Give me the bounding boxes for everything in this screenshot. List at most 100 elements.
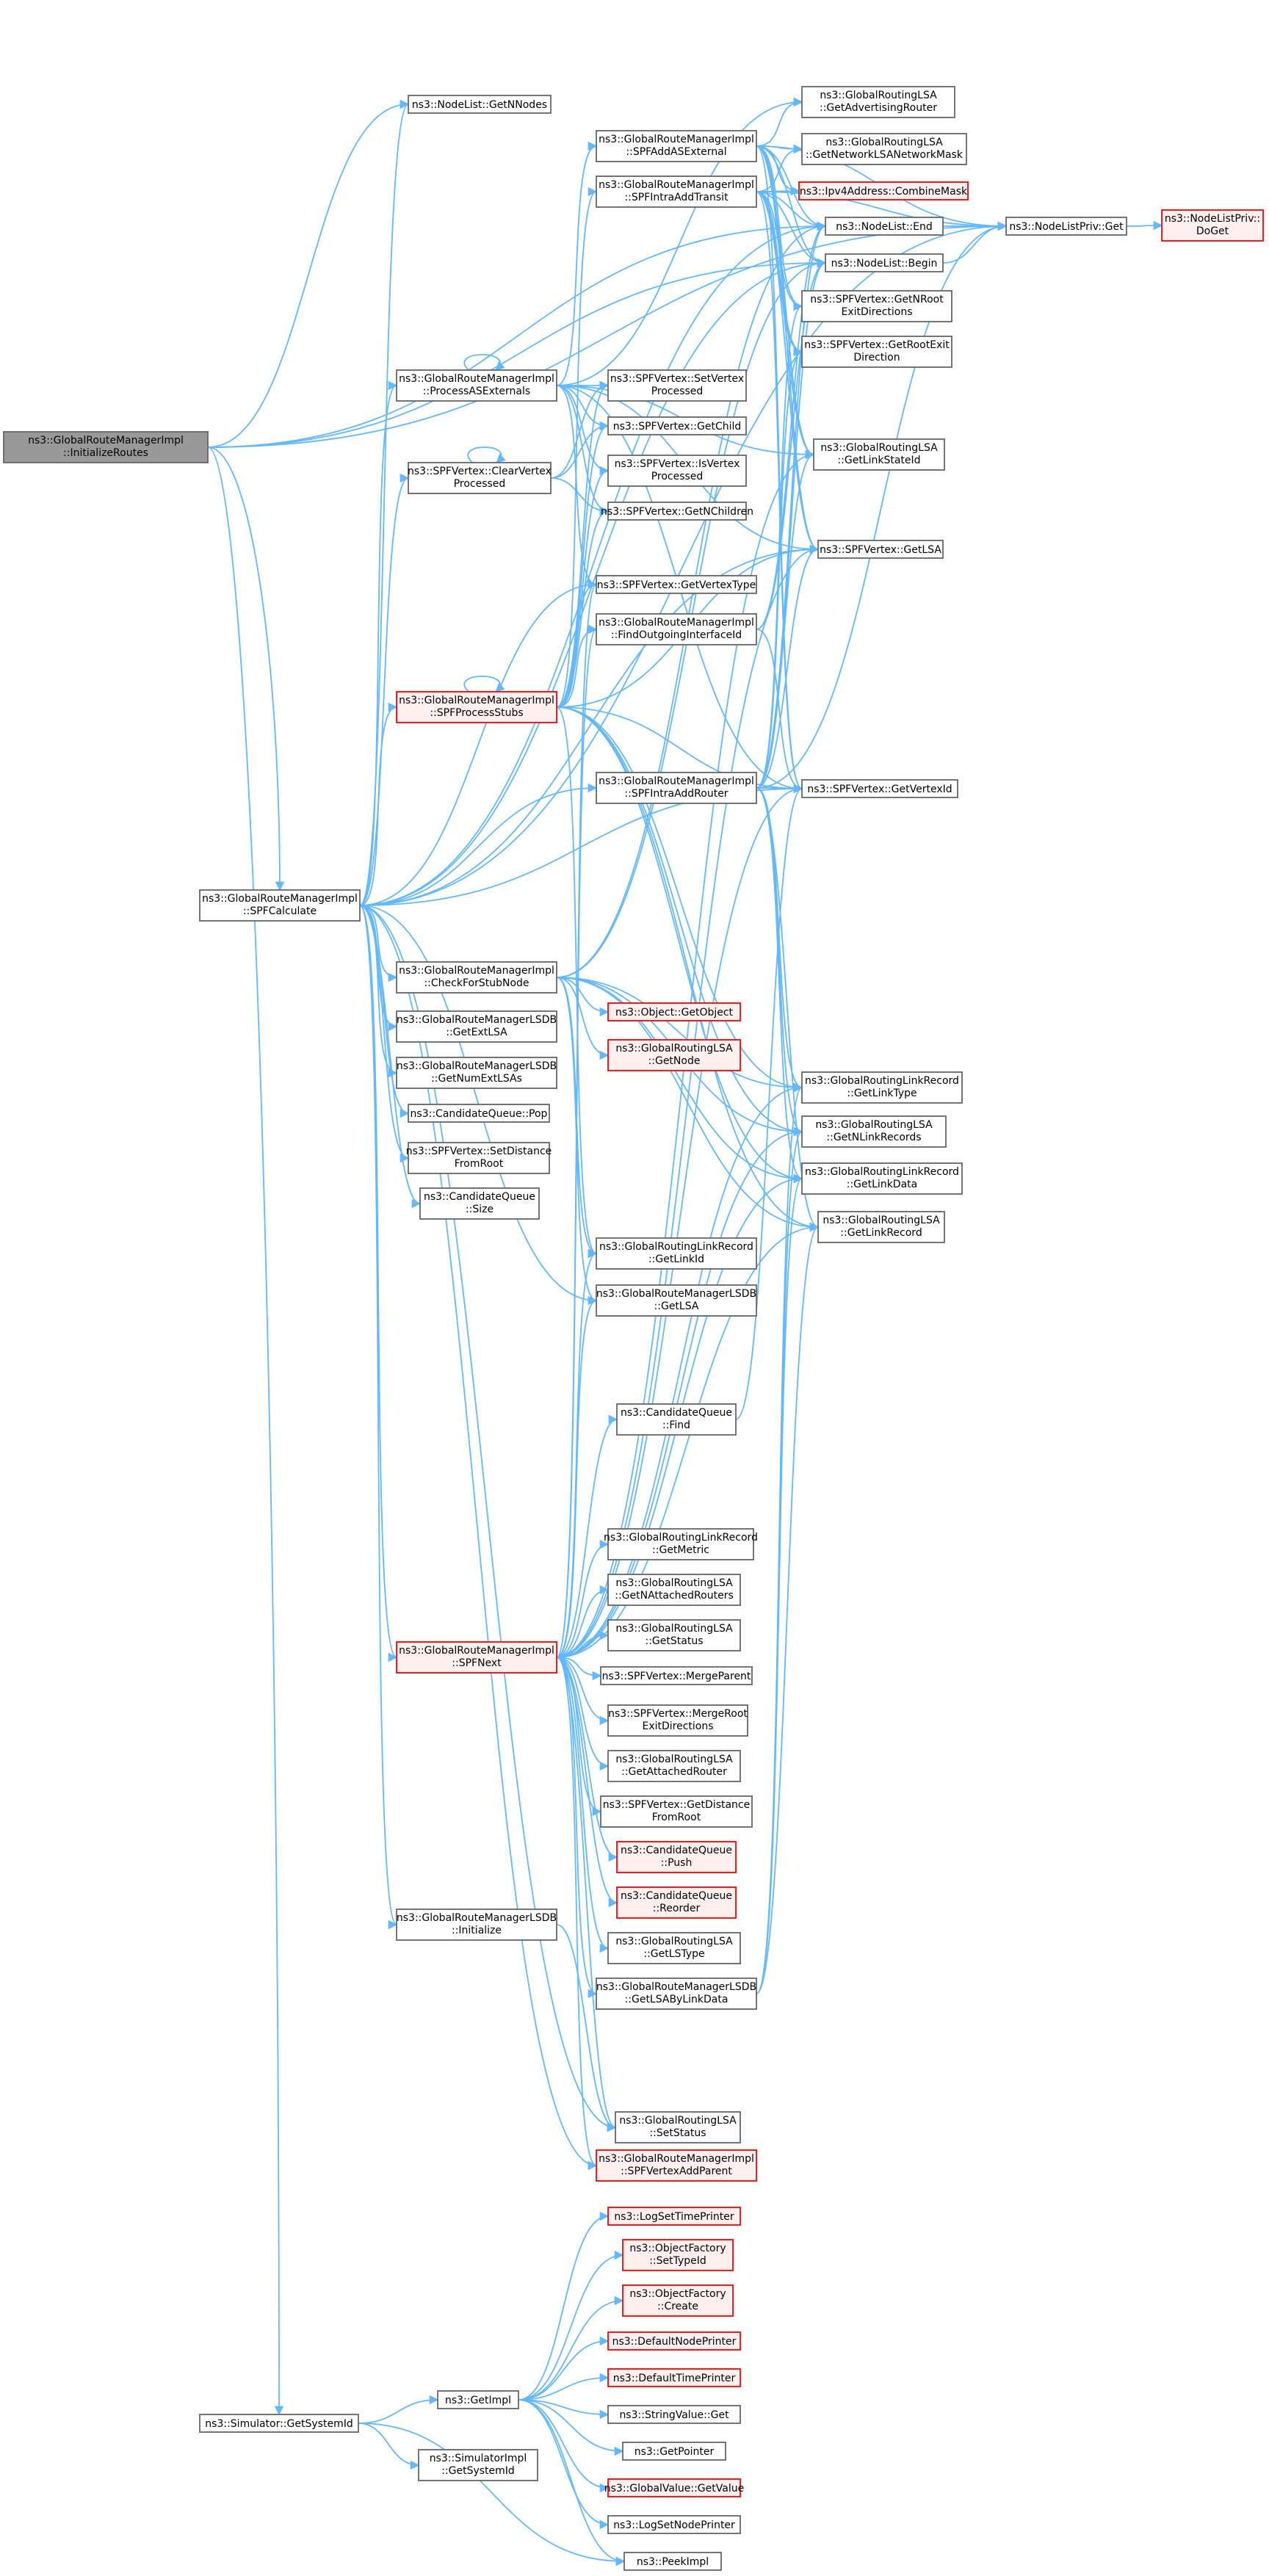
node-node-list-end[interactable]: ns3::NodeList::End [825, 217, 944, 236]
node-box[interactable] [596, 613, 757, 645]
node-box[interactable] [607, 416, 747, 435]
node-peek-impl[interactable]: ns3::PeekImpl [623, 2552, 722, 2571]
node-string-value-get[interactable]: ns3::StringValue::Get [607, 2405, 741, 2424]
node-lsdbget-lsa[interactable]: ns3::GlobalRouteManagerLSDB::GetLSA [596, 1284, 757, 1317]
node-find-outgoing-interface-id[interactable]: ns3::GlobalRouteManagerImpl::FindOutgoin… [596, 613, 757, 645]
node-box[interactable] [600, 1795, 753, 1828]
node-box[interactable] [396, 1909, 557, 1941]
node-spfcalculate[interactable]: ns3::GlobalRouteManagerImpl::SPFCalculat… [199, 889, 361, 922]
node-box[interactable] [607, 2405, 741, 2424]
node-initialize-routes[interactable]: ns3::GlobalRouteManagerImpl::InitializeR… [3, 431, 209, 463]
node-link-rec-get-link-type[interactable]: ns3::GlobalRoutingLinkRecord::GetLinkTyp… [801, 1071, 963, 1104]
node-box[interactable] [419, 1187, 540, 1220]
node-box[interactable] [817, 540, 944, 559]
node-box[interactable] [607, 2368, 741, 2387]
node-box[interactable] [408, 1142, 550, 1174]
node-box[interactable] [396, 691, 557, 723]
node-vertex-get-lsa[interactable]: ns3::SPFVertex::GetLSA [817, 540, 944, 559]
node-box[interactable] [396, 369, 557, 402]
node-box[interactable] [596, 1978, 757, 2010]
node-box[interactable] [616, 1403, 737, 1436]
node-box[interactable] [607, 1932, 741, 1964]
node-get-impl[interactable]: ns3::GetImpl [437, 2390, 519, 2409]
node-node-list-get-nnodes[interactable]: ns3::NodeList::GetNNodes [408, 95, 552, 114]
node-cqfind[interactable]: ns3::CandidateQueue::Find [616, 1403, 737, 1436]
node-box[interactable] [408, 1104, 550, 1123]
node-log-set-time-printer[interactable]: ns3::LogSetTimePrinter [607, 2207, 741, 2226]
node-node-list-priv-do-get[interactable]: ns3::NodeListPriv::DoGet [1161, 209, 1264, 242]
node-spfnext[interactable]: ns3::GlobalRouteManagerImpl::SPFNext [396, 1641, 557, 1674]
node-spfintra-add-router[interactable]: ns3::GlobalRouteManagerImpl::SPFIntraAdd… [596, 772, 757, 804]
node-box[interactable] [801, 1071, 963, 1104]
node-box[interactable] [607, 1704, 748, 1737]
node-get-nchildren[interactable]: ns3::SPFVertex::GetNChildren [601, 502, 753, 521]
node-box[interactable] [408, 462, 552, 494]
node-cqpop[interactable]: ns3::CandidateQueue::Pop [408, 1104, 550, 1123]
node-box[interactable] [596, 1284, 757, 1317]
node-cqsize[interactable]: ns3::CandidateQueue::Size [419, 1187, 540, 1220]
node-box[interactable] [607, 2207, 741, 2226]
node-lsaget-node[interactable]: ns3::GlobalRoutingLSA::GetNode [607, 1039, 741, 1071]
node-box[interactable] [801, 1115, 947, 1148]
node-box[interactable] [437, 2390, 519, 2409]
node-box[interactable] [1005, 217, 1127, 236]
node-box[interactable] [607, 2331, 741, 2351]
node-box[interactable] [622, 2442, 726, 2461]
node-cqreorder[interactable]: ns3::CandidateQueue::Reorder [616, 1886, 737, 1919]
node-lsaget-nlink-records[interactable]: ns3::GlobalRoutingLSA::GetNLinkRecords [801, 1115, 947, 1148]
node-box[interactable] [813, 438, 945, 471]
node-box[interactable] [825, 253, 944, 272]
node-box[interactable] [596, 1237, 757, 1270]
node-box[interactable] [622, 2239, 734, 2271]
node-box[interactable] [396, 961, 557, 994]
node-box[interactable] [622, 2284, 734, 2317]
node-box[interactable] [199, 889, 361, 922]
node-box[interactable] [801, 133, 967, 165]
node-box[interactable] [607, 1528, 754, 1560]
node-link-rec-get-link-data[interactable]: ns3::GlobalRoutingLinkRecord::GetLinkDat… [801, 1162, 963, 1195]
node-box[interactable] [607, 369, 747, 402]
node-spfintra-add-transit[interactable]: ns3::GlobalRouteManagerImpl::SPFIntraAdd… [596, 176, 757, 208]
node-box[interactable] [607, 1002, 741, 1021]
node-box[interactable] [801, 86, 955, 118]
node-cqpush[interactable]: ns3::CandidateQueue::Push [616, 1841, 737, 1873]
node-box[interactable] [798, 181, 969, 200]
node-box[interactable] [825, 217, 944, 236]
node-node-list-priv-get[interactable]: ns3::NodeListPriv::Get [1005, 217, 1127, 236]
node-box[interactable] [607, 1039, 741, 1071]
node-box[interactable] [607, 2515, 741, 2534]
node-ofcreate[interactable]: ns3::ObjectFactory::Create [622, 2284, 734, 2317]
node-get-network-lsanetwork-mask[interactable]: ns3::GlobalRoutingLSA::GetNetworkLSANetw… [801, 133, 967, 165]
node-get-num-ext-lsas[interactable]: ns3::GlobalRouteManagerLSDB::GetNumExtLS… [396, 1057, 557, 1089]
node-check-for-stub-node[interactable]: ns3::GlobalRouteManagerImpl::CheckForStu… [396, 961, 557, 994]
node-node-list-begin[interactable]: ns3::NodeList::Begin [825, 253, 944, 272]
node-lsaget-nattached-routers[interactable]: ns3::GlobalRoutingLSA::GetNAttachedRoute… [607, 1574, 741, 1606]
node-link-rec-get-link-id[interactable]: ns3::GlobalRoutingLinkRecord::GetLinkId [596, 1237, 757, 1270]
node-spfvertex-add-parent[interactable]: ns3::GlobalRouteManagerImpl::SPFVertexAd… [596, 2149, 757, 2182]
node-box[interactable] [396, 1057, 557, 1089]
node-box[interactable] [801, 290, 952, 322]
node-spfprocess-stubs[interactable]: ns3::GlobalRouteManagerImpl::SPFProcessS… [396, 691, 557, 723]
node-default-time-printer[interactable]: ns3::DefaultTimePrinter [607, 2368, 741, 2387]
node-lsaget-status[interactable]: ns3::GlobalRoutingLSA::GetStatus [607, 1619, 741, 1651]
node-box[interactable] [596, 176, 757, 208]
node-default-node-printer[interactable]: ns3::DefaultNodePrinter [607, 2331, 741, 2351]
node-lsaget-attached-router[interactable]: ns3::GlobalRoutingLSA::GetAttachedRouter [607, 1750, 741, 1782]
node-box[interactable] [596, 772, 757, 804]
node-box[interactable] [801, 1162, 963, 1195]
node-box[interactable] [607, 502, 747, 521]
node-global-value-get-value[interactable]: ns3::GlobalValue::GetValue [604, 2478, 744, 2497]
node-box[interactable] [801, 779, 958, 798]
node-log-set-node-printer[interactable]: ns3::LogSetNodePrinter [607, 2515, 741, 2534]
node-link-rec-get-metric[interactable]: ns3::GlobalRoutingLinkRecord::GetMetric [604, 1528, 758, 1560]
node-box[interactable] [596, 130, 757, 162]
node-object-get-object[interactable]: ns3::Object::GetObject [607, 1002, 741, 1021]
node-box[interactable] [615, 2111, 741, 2143]
